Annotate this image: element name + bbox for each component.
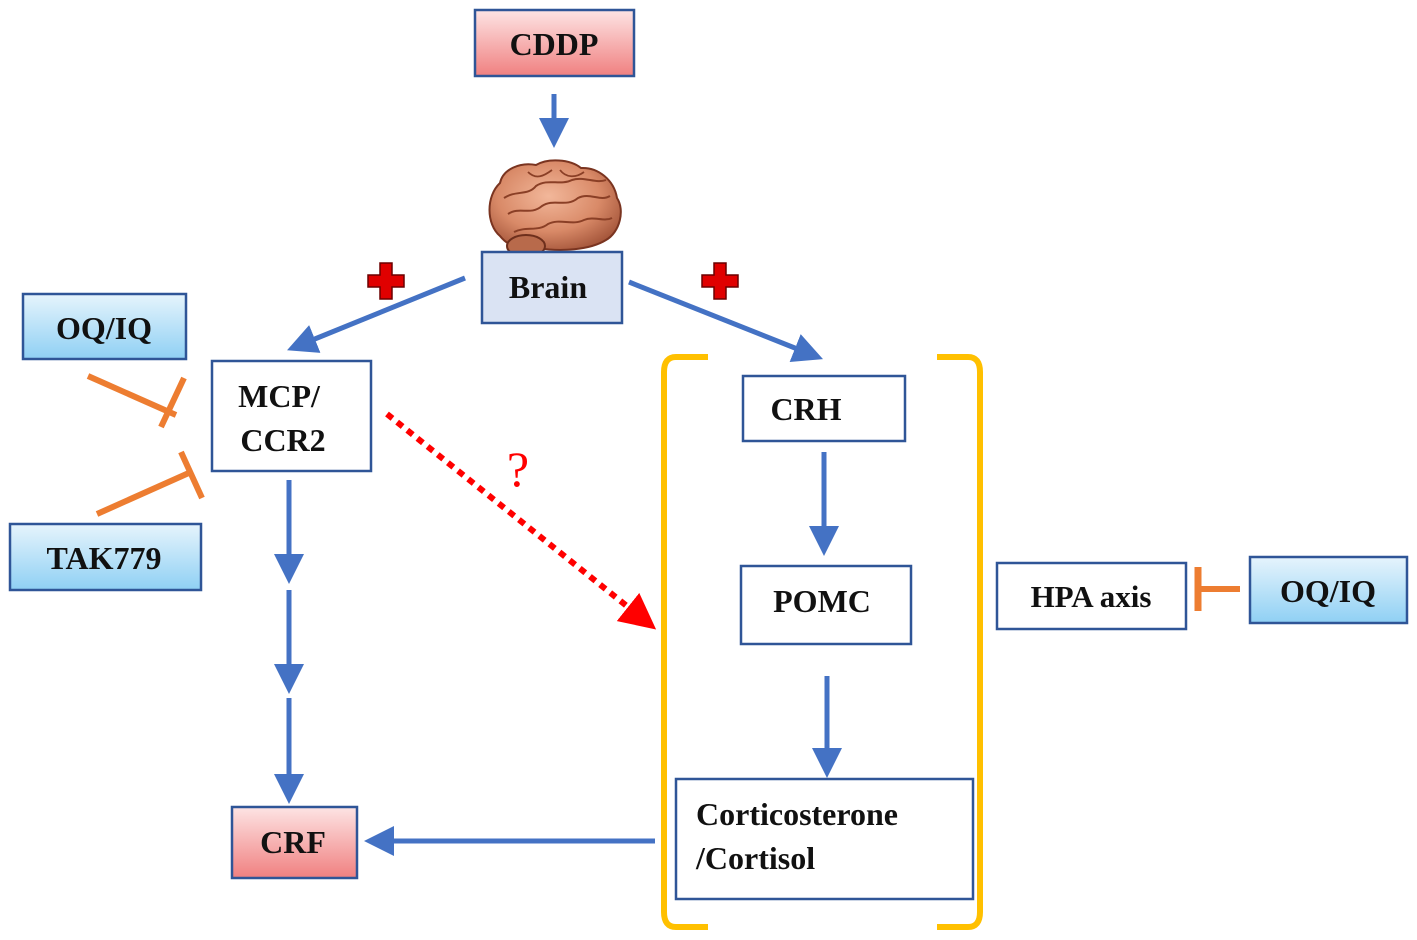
- arrow-brain-to-mcp: [287, 275, 466, 353]
- plus-icon: [701, 262, 739, 300]
- brain-label: Brain: [509, 269, 587, 305]
- crh-label: CRH: [770, 391, 841, 427]
- mcp-ccr2-node: MCP/ CCR2: [210, 359, 373, 473]
- plus-icon: [367, 262, 405, 300]
- inhibition-tak779-mcp: [95, 450, 205, 517]
- oqiq-left-node: OQ/IQ: [21, 292, 188, 361]
- mcp-label-line2: CCR2: [240, 422, 325, 458]
- cddp-node: CDDP: [473, 8, 636, 78]
- crh-node: CRH: [741, 374, 907, 443]
- hpa-bracket: [661, 354, 983, 930]
- hpa-axis-label: HPA axis: [1031, 579, 1152, 614]
- cortisol-node: Corticosterone /Cortisol: [674, 777, 975, 901]
- oqiq-right-label: OQ/IQ: [1280, 573, 1376, 609]
- oqiq-left-label: OQ/IQ: [56, 310, 152, 346]
- inhibition-oqiq-mcp: [86, 373, 187, 429]
- pomc-label: POMC: [773, 583, 871, 619]
- inhibition-oqiq-hpa: [1194, 567, 1240, 611]
- arrow-brain-to-crh: [628, 279, 824, 363]
- crf-node: CRF: [230, 805, 359, 880]
- cddp-label: CDDP: [510, 26, 599, 62]
- tak779-label: TAK779: [47, 540, 162, 576]
- cortisol-label-line2: /Cortisol: [695, 840, 815, 876]
- crf-label: CRF: [260, 824, 326, 860]
- oqiq-right-node: OQ/IQ: [1248, 555, 1409, 625]
- mcp-label-line1: MCP/: [238, 378, 321, 414]
- dashed-arrow-mcp-to-hpa: [385, 411, 657, 630]
- brain-node: Brain: [480, 250, 624, 325]
- hpa-axis-node: HPA axis: [995, 561, 1188, 631]
- pomc-node: POMC: [739, 564, 913, 646]
- brain-icon: [488, 159, 622, 264]
- cortisol-label-line1: Corticosterone: [696, 796, 898, 832]
- tak779-node: TAK779: [8, 522, 203, 592]
- question-mark: ?: [507, 441, 529, 497]
